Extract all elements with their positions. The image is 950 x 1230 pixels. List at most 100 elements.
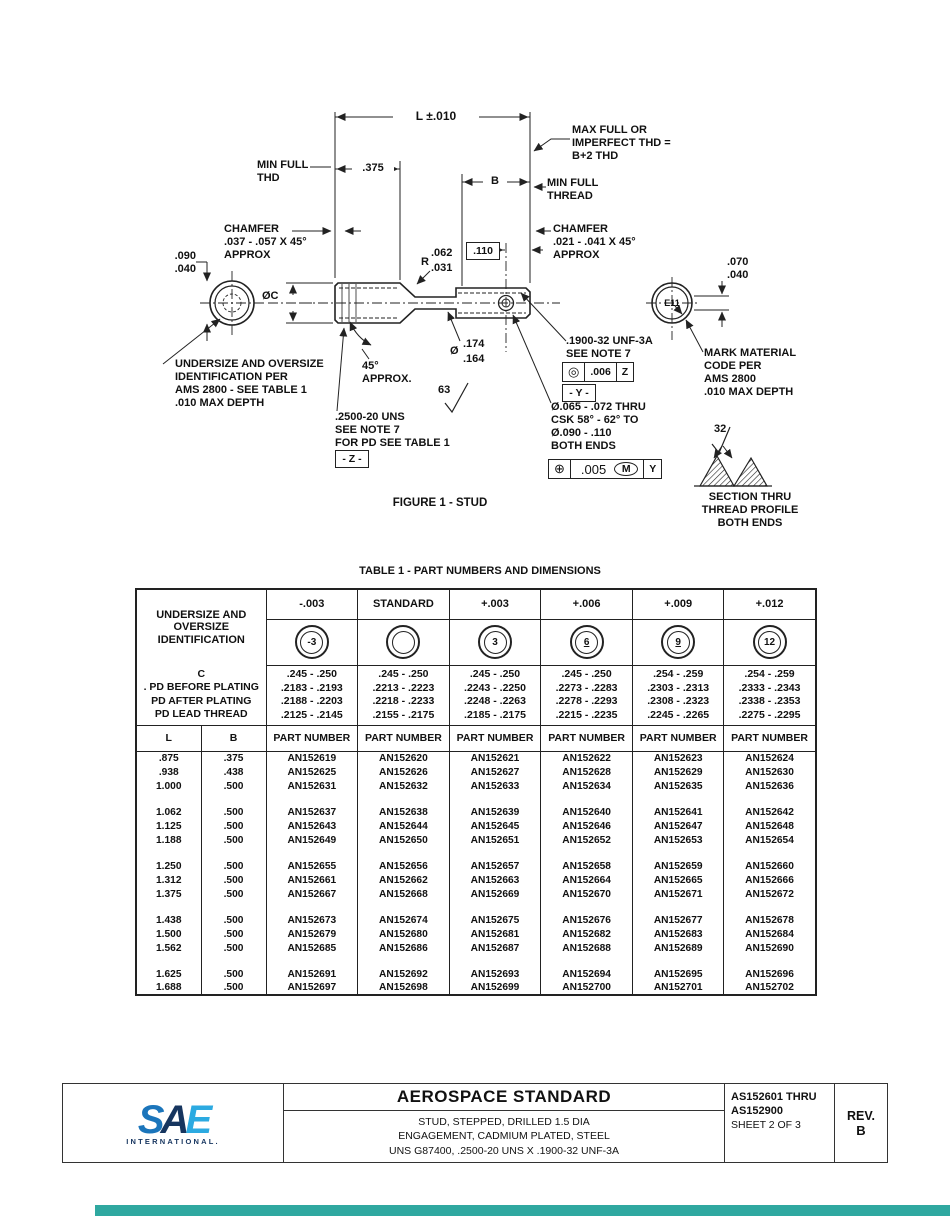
subtitle-line: STUD, STEPPED, DRILLED 1.5 DIA	[418, 1115, 590, 1128]
part-number-cell: AN152640	[540, 805, 633, 819]
note-mark-material: MARK MATERIAL CODE PER AMS 2800 .010 MAX…	[704, 347, 797, 398]
length-cell: 1.375	[135, 887, 202, 901]
spacer-cell	[540, 793, 633, 805]
length-cell: 1.625	[135, 967, 202, 981]
datum-y-box: - Y -	[562, 384, 596, 402]
spacer-cell	[540, 901, 633, 913]
dim-label-110: .110	[466, 242, 500, 260]
b-dim-cell: .500	[200, 913, 267, 927]
dimension-value: .2273 - .2283	[555, 681, 618, 694]
material-code-E11: E11	[664, 298, 680, 308]
rev-value: B	[856, 1122, 866, 1138]
size-col-plus009: +.009	[631, 589, 725, 620]
standard-subtitle: STUD, STEPPED, DRILLED 1.5 DIA ENGAGEMEN…	[284, 1111, 724, 1162]
spacer-cell	[723, 955, 817, 967]
dimension-value: .254 - .259	[653, 668, 704, 680]
b-dim-cell: .500	[200, 927, 267, 941]
spacer-cell	[135, 955, 202, 967]
length-cell: 1.062	[135, 805, 202, 819]
dimension-values-cell: .245 - .250.2273 - .2283.2278 - .2293.22…	[540, 665, 633, 726]
part-number-cell: AN152648	[723, 819, 817, 833]
dimension-values-cell: .254 - .259.2303 - .2313.2308 - .2323.22…	[631, 665, 725, 726]
part-number-cell: AN152661	[265, 873, 359, 887]
spacer-cell	[540, 847, 633, 859]
size-col-minus003: -.003	[265, 589, 359, 620]
title-block: SAE INTERNATIONAL. AEROSPACE STANDARD ST…	[62, 1083, 888, 1163]
length-cell: 1.125	[135, 819, 202, 833]
part-number-cell: AN152650	[357, 833, 450, 847]
part-number-cell: AN152687	[448, 941, 542, 955]
spacer-cell	[135, 901, 202, 913]
dimension-value: .245 - .250	[561, 668, 612, 680]
part-number-cell: AN152665	[631, 873, 725, 887]
note-2500-uns: .2500-20 UNS SEE NOTE 7 FOR PD SEE TABLE…	[335, 411, 450, 449]
note-chamfer-left: CHAMFER .037 - .057 X 45° APPROX	[224, 223, 307, 261]
spacer-cell	[200, 955, 267, 967]
id-symbol-cell	[357, 619, 450, 666]
dimension-value: .2243 - .2250	[464, 681, 526, 694]
spacer-row	[135, 793, 817, 805]
part-number-cell: AN152690	[723, 941, 817, 955]
dimension-values-cell: .254 - .259.2333 - .2343.2338 - .2353.22…	[723, 665, 817, 726]
part-number-cell: AN152669	[448, 887, 542, 901]
part-number-cell: AN152678	[723, 913, 817, 927]
part-number-cell: AN152660	[723, 859, 817, 873]
part-number-cell: AN152686	[357, 941, 450, 955]
length-cell: 1.188	[135, 833, 202, 847]
dimension-row-label: PD AFTER PLATING	[151, 694, 252, 707]
part-number-cell: AN152694	[540, 967, 633, 981]
spacer-cell	[631, 955, 725, 967]
part-number-cell: AN152619	[265, 751, 359, 765]
length-cell: 1.250	[135, 859, 202, 873]
angle-45-label: 45° APPROX.	[362, 360, 412, 385]
lb-header-row: L B PART NUMBER PART NUMBER PART NUMBER …	[135, 725, 817, 752]
dimension-values-cell: .245 - .250.2243 - .2250.2248 - .2263.21…	[448, 665, 542, 726]
mmc-modifier-icon: M	[614, 462, 639, 476]
datum-z-box: - Z -	[335, 450, 369, 468]
radius-max: .062	[431, 247, 453, 259]
sae-logo-letters: SAE	[137, 1097, 212, 1142]
dimension-value: .2218 - .2233	[372, 695, 435, 707]
id-symbol-cell: 12	[723, 619, 817, 666]
part-number-cell: AN152622	[540, 751, 633, 765]
b-dim-cell: .500	[200, 873, 267, 887]
part-number-cell: AN152670	[540, 887, 633, 901]
part-number-cell: AN152681	[448, 927, 542, 941]
id-symbol-cell: 3	[448, 619, 542, 666]
col-header-part: PART NUMBER	[540, 725, 633, 752]
dimension-row-label: PD LEAD THREAD	[154, 708, 248, 721]
id-circle-icon: 6	[569, 625, 604, 659]
part-number-cell: AN152635	[631, 779, 725, 793]
surface-finish-32: 32	[714, 423, 727, 435]
part-number-cell: AN152649	[265, 833, 359, 847]
spacer-cell	[631, 793, 725, 805]
dimension-value: .2333 - .2343	[738, 681, 801, 694]
dim-label-375: .375	[352, 162, 394, 175]
part-number-cell: AN152638	[357, 805, 450, 819]
part-number-cell: AN152675	[448, 913, 542, 927]
spacer-cell	[200, 793, 267, 805]
revision-cell: REV. B	[835, 1084, 887, 1162]
part-number-cell: AN152691	[265, 967, 359, 981]
length-cell: 1.312	[135, 873, 202, 887]
document-number-cell: AS152601 THRU AS152900 SHEET 2 OF 3	[725, 1084, 835, 1162]
part-numbers-table: UNDERSIZE AND OVERSIZE IDENTIFICATION -.…	[135, 588, 817, 996]
part-number-cell: AN152700	[540, 981, 633, 995]
id-circle-number: -3	[300, 630, 324, 654]
dimension-value: .2303 - .2313	[647, 681, 710, 694]
part-number-cell: AN152656	[357, 859, 450, 873]
col-header-part: PART NUMBER	[723, 725, 817, 752]
position-icon: ⊕	[554, 461, 565, 476]
dimension-row-label: C	[197, 667, 206, 680]
part-number-cell: AN152630	[723, 765, 817, 779]
dimension-value: .2125 - .2145	[280, 708, 343, 721]
radius-min: .031	[431, 262, 453, 274]
sae-logo-s: S	[137, 1097, 165, 1142]
spacer-cell	[357, 955, 450, 967]
